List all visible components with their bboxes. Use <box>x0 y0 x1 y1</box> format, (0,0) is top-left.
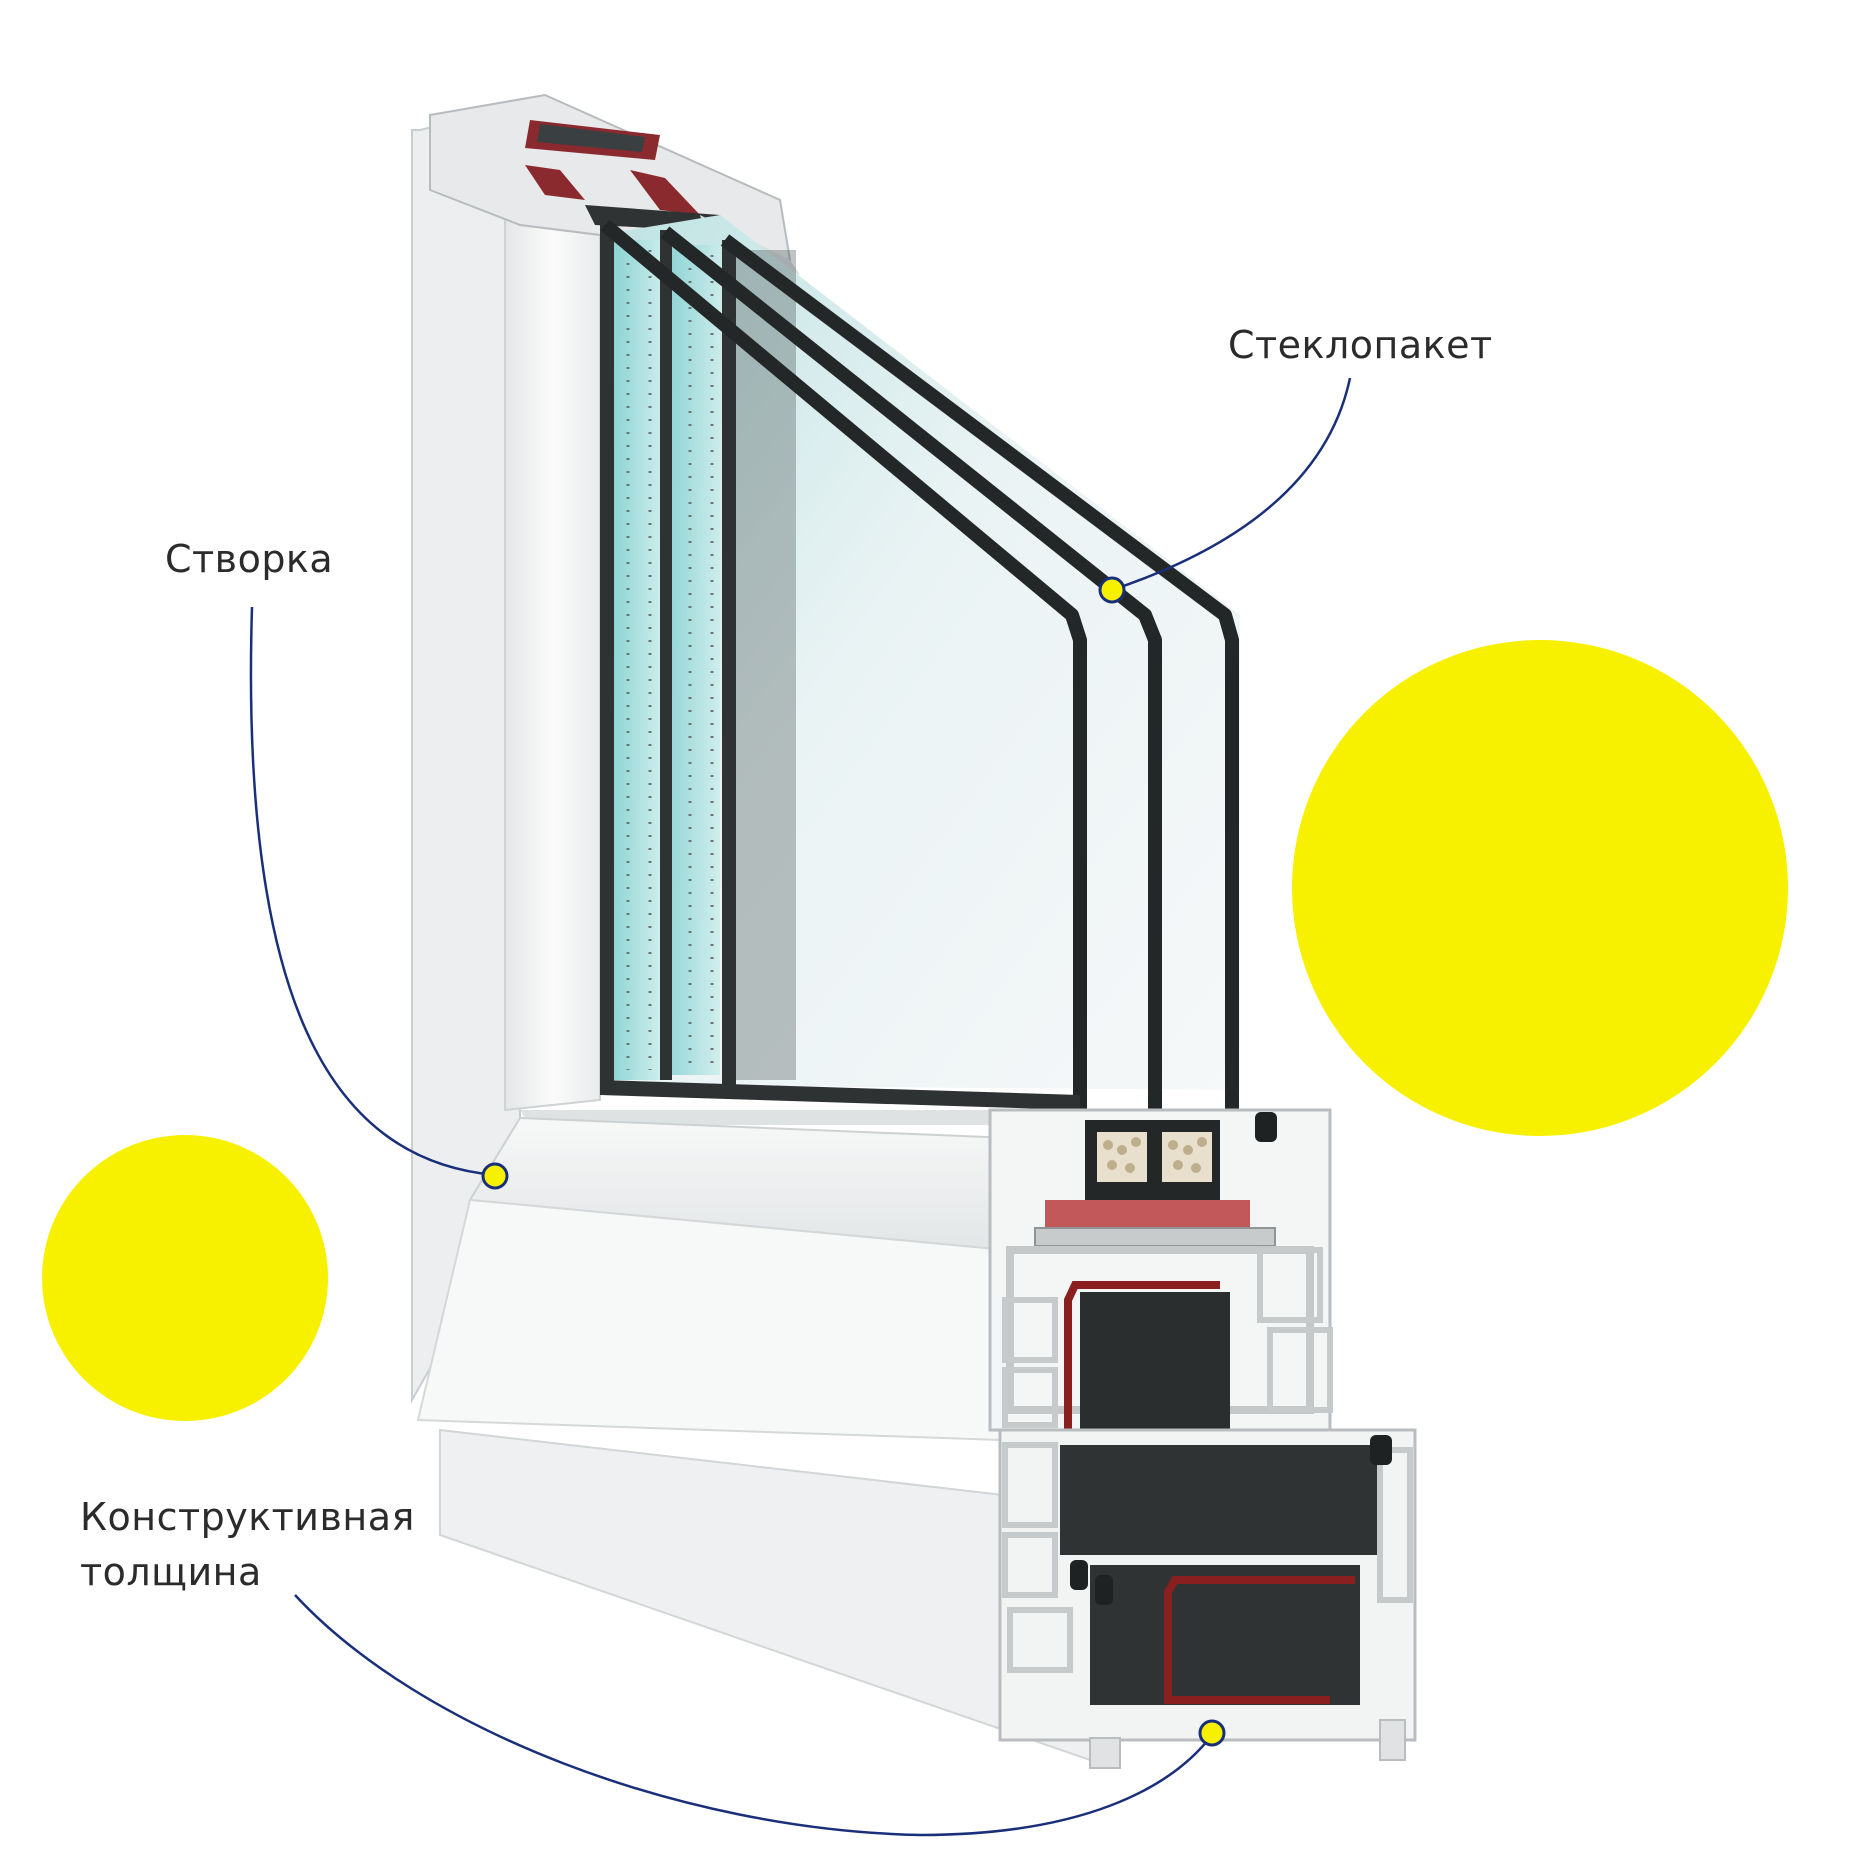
window-illustration <box>411 93 1417 1769</box>
label-construction-depth-line2: толщина <box>80 1550 262 1594</box>
leader-line-depth <box>294 1594 1213 1837</box>
callout-marker-sash <box>481 1162 509 1190</box>
pane-inner <box>720 234 1239 1115</box>
pane-outer <box>600 219 1087 1115</box>
glass-unit <box>600 215 1240 1115</box>
label-sash: Створка <box>165 537 334 581</box>
pane-middle <box>660 226 1162 1115</box>
yellow-circle-large <box>1292 640 1788 1136</box>
label-construction-depth: Конструктивная толщина <box>80 1490 415 1600</box>
yellow-circle-small <box>42 1135 328 1421</box>
leader-line-glass <box>1111 377 1352 592</box>
label-construction-depth-line1: Конструктивная <box>80 1495 415 1539</box>
label-glass-unit: Стеклопакет <box>1228 323 1493 367</box>
callout-marker-depth <box>1198 1719 1226 1747</box>
leader-line-sash <box>249 606 496 1177</box>
sash-bottom <box>416 1110 1091 1762</box>
callout-marker-glass <box>1098 576 1126 604</box>
frame-vertical-face <box>504 178 601 1112</box>
profile-cross-section <box>988 1108 1417 1769</box>
